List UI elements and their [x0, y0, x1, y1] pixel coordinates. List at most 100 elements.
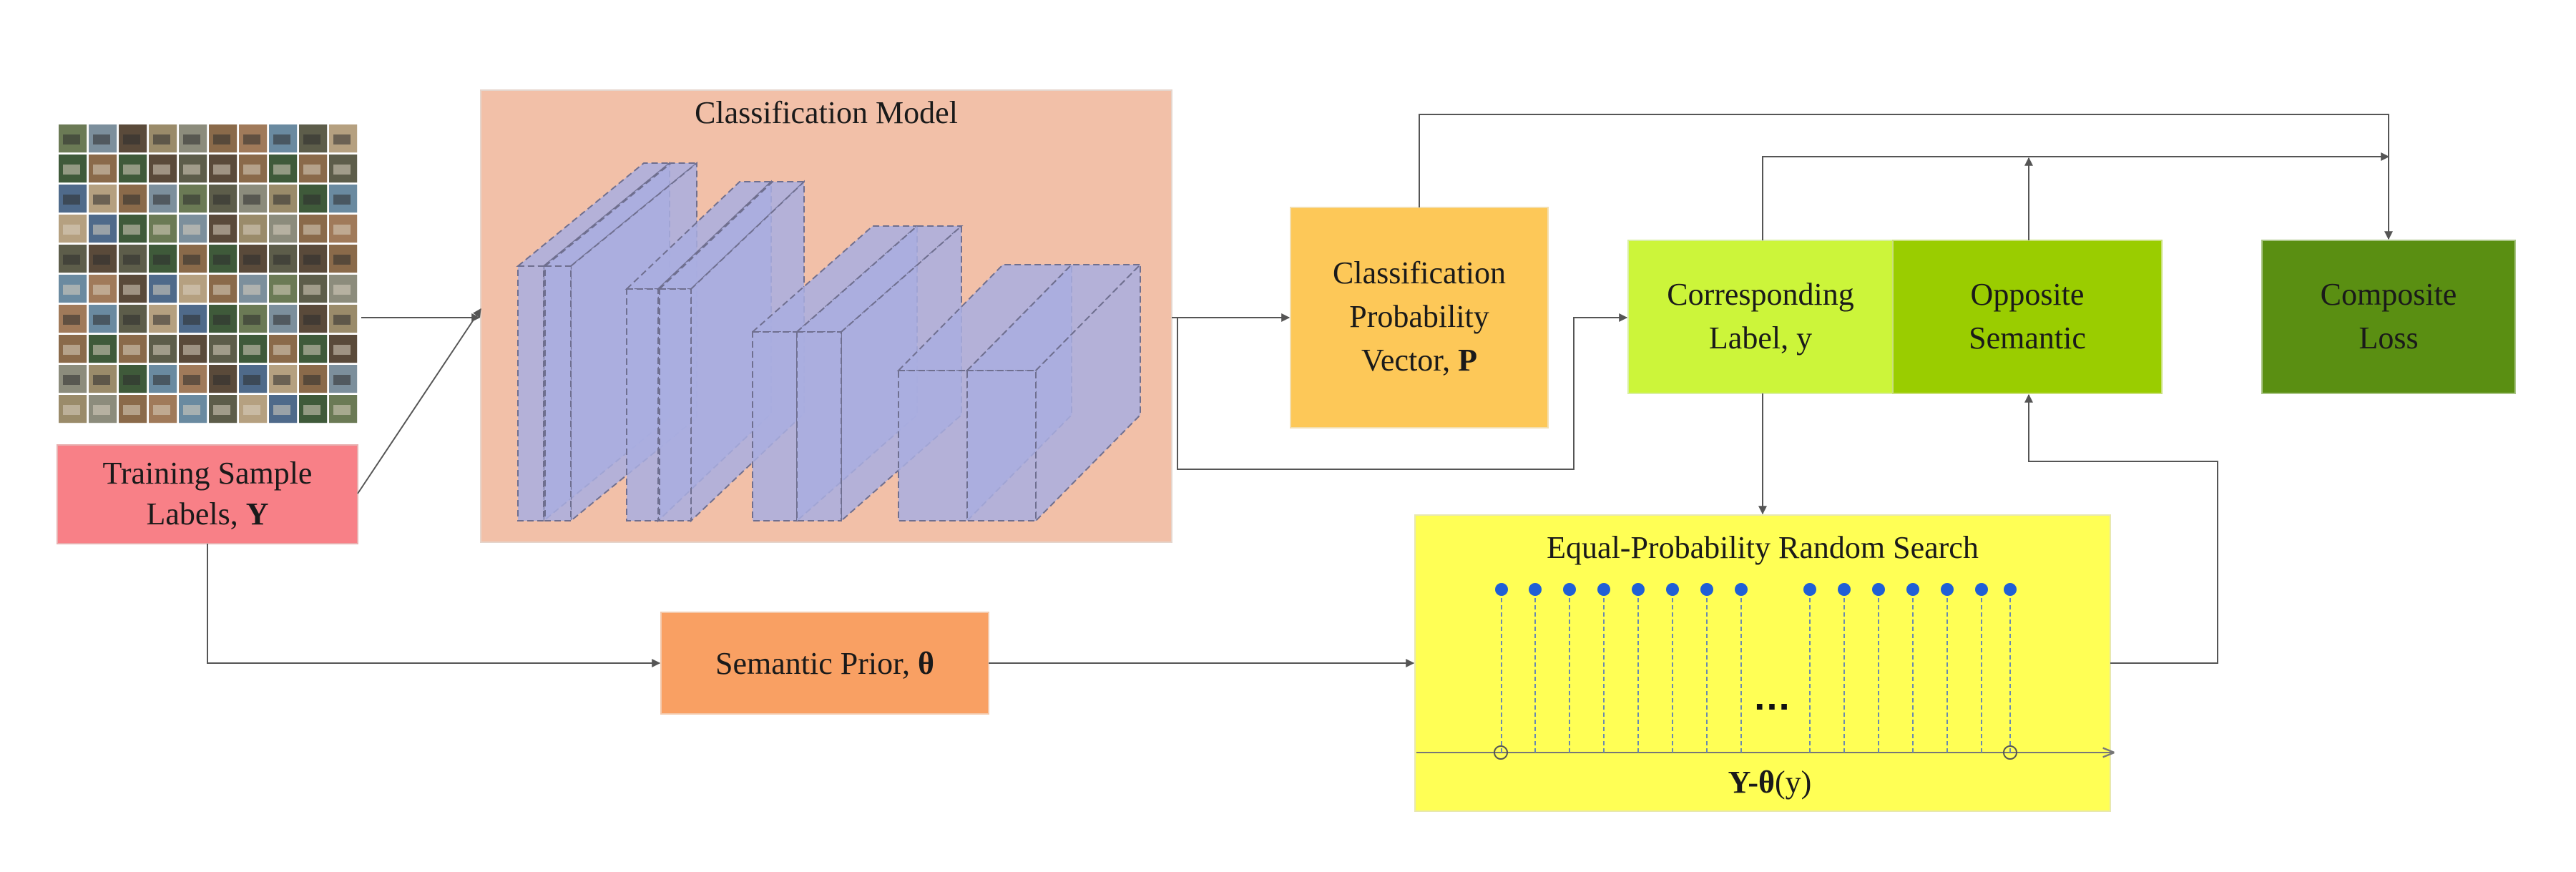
sample-thumbnail-object: [63, 255, 80, 265]
sample-thumbnail-object: [183, 375, 200, 385]
sample-thumbnail-object: [183, 255, 200, 265]
sample-thumbnail-object: [333, 375, 351, 385]
sample-thumbnail-object: [63, 165, 80, 175]
svg-text:Vector, P: Vector, P: [1361, 343, 1477, 378]
sample-thumbnail-object: [213, 285, 230, 295]
sample-thumbnail-object: [333, 195, 351, 205]
sample-thumbnail-object: [333, 315, 351, 325]
layer-front-face: [898, 370, 968, 521]
sample-thumbnail-object: [153, 195, 170, 205]
arrow-search-to-opposite: [2024, 393, 2218, 664]
sample-thumbnail-object: [93, 134, 110, 144]
corresponding-label-box: [1627, 240, 1894, 394]
sample-thumbnail-object: [273, 165, 290, 175]
axis-endpoint-left: [1494, 745, 1508, 760]
layer-front-face: [517, 265, 544, 521]
network-layers: [516, 161, 1142, 523]
sample-thumbnail-object: [213, 165, 230, 175]
sample-thumbnail-object: [183, 345, 200, 355]
layer-top-face: [543, 162, 699, 267]
sample-thumbnail-object: [243, 255, 260, 265]
search-sample-dot: [1597, 583, 1610, 596]
sample-thumbnail-object: [273, 195, 290, 205]
layer-side-face: [1035, 263, 1141, 523]
semantic-prior-symbol: θ: [918, 646, 934, 681]
training-labels-line2: Labels,: [146, 496, 245, 531]
probability-vector-symbol: P: [1458, 343, 1477, 378]
sample-thumbnail-object: [333, 165, 351, 175]
search-samples: [1495, 583, 2017, 753]
sample-thumbnail-object: [303, 375, 320, 385]
sample-thumbnail-object: [153, 405, 170, 415]
sample-thumbnail-object: [273, 345, 290, 355]
sample-thumbnail-object: [93, 225, 110, 235]
sample-thumbnail-object: [183, 165, 200, 175]
sample-thumbnail-object: [243, 134, 260, 144]
training-labels-box: [57, 444, 358, 544]
sample-thumbnail-object: [93, 255, 110, 265]
sample-thumbnail-object: [123, 375, 140, 385]
search-sample-dot: [1632, 583, 1645, 596]
search-sample-dot: [1803, 583, 1816, 596]
composite-loss-box: [2261, 240, 2516, 394]
arrow-labels-to-prior: [207, 544, 661, 667]
sample-thumbnail-object: [333, 225, 351, 235]
sample-thumbnail-object: [243, 195, 260, 205]
layer-front-face: [796, 331, 842, 521]
probability-vector-line3: Vector,: [1361, 343, 1458, 378]
layer-front-face: [966, 370, 1037, 521]
semantic-prior-text: Semantic Prior,: [715, 646, 918, 681]
search-sample-dot: [1563, 583, 1576, 596]
sample-thumbnail-object: [243, 405, 260, 415]
sample-thumbnail-object: [63, 375, 80, 385]
sample-thumbnail-object: [303, 255, 320, 265]
semantic-prior-box: [660, 612, 989, 715]
sample-thumbnail-object: [303, 315, 320, 325]
training-labels-text: Training Sample: [103, 456, 313, 491]
sample-thumbnail-object: [213, 195, 230, 205]
search-sample-dot: [1735, 583, 1748, 596]
sample-thumbnail-object: [123, 405, 140, 415]
sample-thumbnail-object: [183, 134, 200, 144]
sample-thumbnail-object: [273, 134, 290, 144]
sample-thumbnail-object: [123, 195, 140, 205]
sample-thumbnail-object: [153, 134, 170, 144]
sample-thumbnail-object: [153, 225, 170, 235]
sample-thumbnail-object: [213, 255, 230, 265]
probability-vector-box: [1290, 207, 1549, 428]
search-sample-dot: [2004, 583, 2017, 596]
probability-vector-line2: Probability: [1349, 299, 1489, 334]
opposite-semantic-line1: Opposite: [1971, 277, 2085, 312]
sample-thumbnail-object: [273, 375, 290, 385]
connectors: [207, 114, 2393, 667]
sample-thumbnail-object: [333, 345, 351, 355]
layer-front-face: [659, 288, 692, 521]
sample-thumbnail-object: [183, 315, 200, 325]
sample-thumbnail-object: [303, 195, 320, 205]
sample-thumbnail-object: [93, 375, 110, 385]
sample-thumbnail-object: [183, 225, 200, 235]
sample-thumbnail-object: [63, 345, 80, 355]
layer-top-face: [516, 162, 672, 267]
arrow-labels-to-model: [357, 308, 481, 494]
search-sample-dot: [1700, 583, 1713, 596]
search-sample-dot: [1975, 583, 1988, 596]
sample-thumbnail-object: [153, 165, 170, 175]
sample-thumbnail-object: [153, 345, 170, 355]
sample-thumbnail-object: [273, 285, 290, 295]
sample-thumbnail-object: [303, 225, 320, 235]
sample-thumbnail-object: [153, 315, 170, 325]
sample-thumbnail-object: [93, 195, 110, 205]
sample-thumbnail-object: [63, 134, 80, 144]
axis-label-rest: (y): [1775, 765, 1811, 800]
search-sample-dot: [1872, 583, 1885, 596]
composite-loss-line2: Loss: [2359, 320, 2418, 356]
corresponding-label-line1: Corresponding: [1667, 277, 1854, 312]
layer-front-face: [752, 331, 798, 521]
svg-text:Labels, Y: Labels, Y: [146, 496, 268, 531]
sample-thumbnail-object: [333, 255, 351, 265]
random-search-title: Equal-Probability Random Search: [1547, 530, 1979, 565]
sample-thumbnail-object: [123, 134, 140, 144]
search-sample-dot: [1529, 583, 1542, 596]
sample-thumbnail-object: [333, 405, 351, 415]
